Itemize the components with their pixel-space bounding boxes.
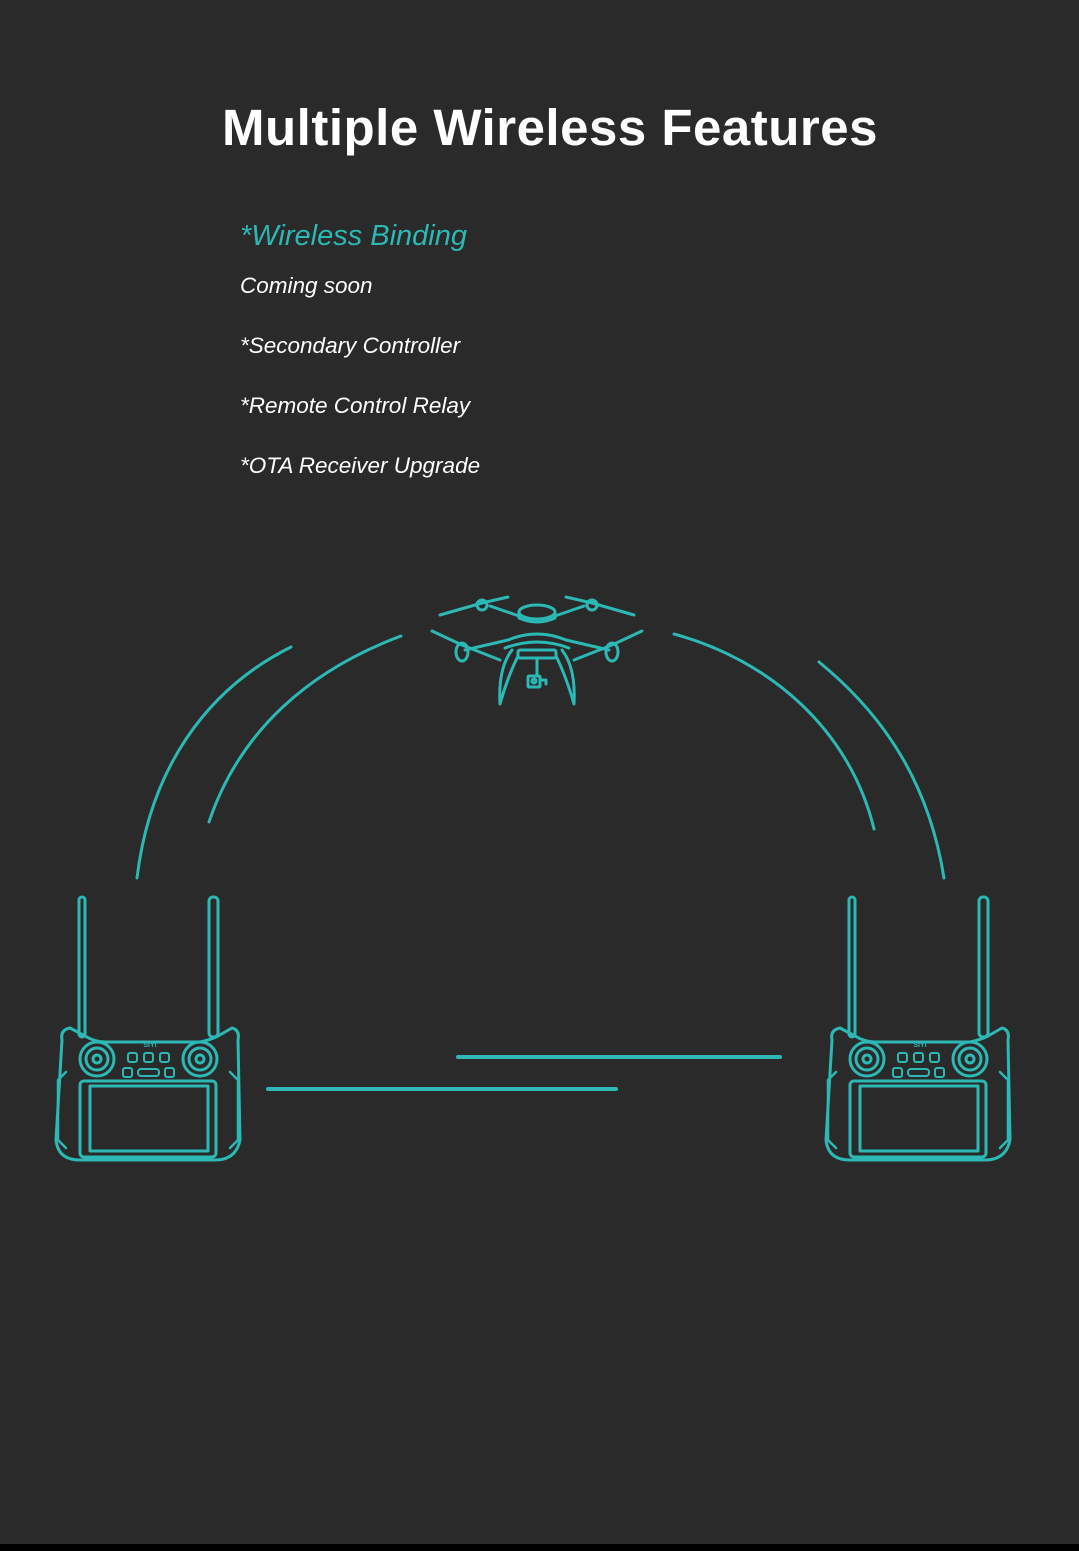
feature-list: *Wireless Binding Coming soon *Secondary…	[240, 216, 480, 511]
feature-item: *Secondary Controller	[240, 333, 461, 358]
feature-item: *OTA Receiver Upgrade	[240, 453, 481, 478]
signal-arc-left-inner	[207, 634, 403, 824]
signal-arcs	[135, 632, 946, 880]
left-controller-icon: SIYI	[54, 895, 242, 1162]
drone-icon	[430, 595, 644, 706]
controller-brand-label: SIYI	[143, 1042, 156, 1049]
controller-brand-label: SIYI	[913, 1042, 926, 1049]
feature-item: Coming soon	[240, 273, 373, 298]
link-lines	[266, 1055, 782, 1091]
right-controller-icon: SIYI	[824, 895, 1012, 1162]
signal-arc-right-outer	[817, 660, 946, 880]
bottom-bar	[0, 1544, 1079, 1551]
page-title: Multiple Wireless Features	[222, 99, 878, 156]
signal-arc-left-outer	[135, 645, 293, 880]
feature-item: *Remote Control Relay	[240, 393, 471, 418]
feature-highlight: *Wireless Binding	[240, 220, 468, 252]
signal-arc-right-inner	[672, 632, 876, 831]
